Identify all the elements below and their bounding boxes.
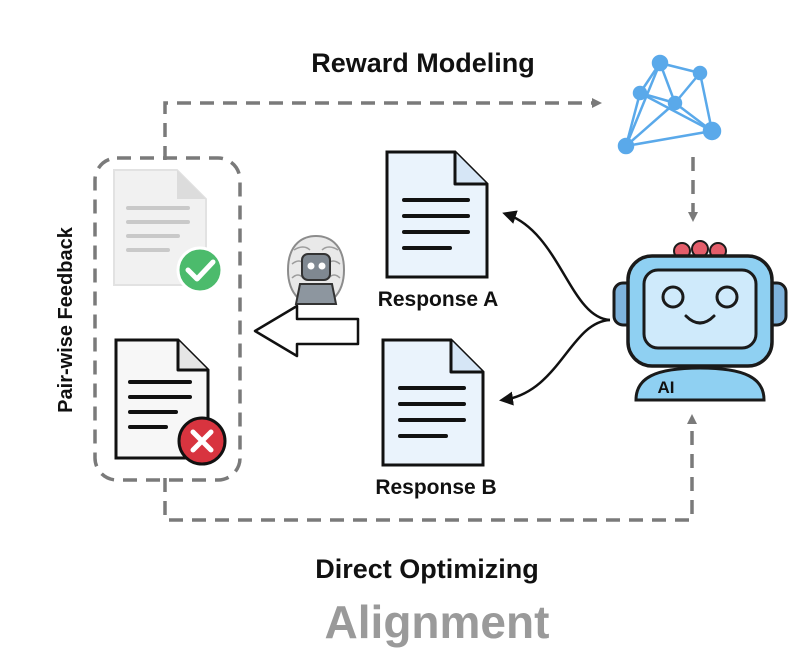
response-b-label: Response B — [375, 476, 496, 499]
neural-network-icon — [617, 54, 722, 155]
reward-modeling-arrow — [163, 98, 602, 160]
response-b-document-icon — [381, 338, 485, 467]
generate-response-a-arrow — [502, 210, 611, 322]
ai-label: AI — [658, 378, 675, 397]
feedback-arrow — [253, 304, 360, 358]
diagram-title: Alignment — [325, 596, 550, 648]
reward-modeling-label: Reward Modeling — [311, 48, 535, 78]
generate-response-b-arrow — [499, 318, 611, 406]
cross-badge-icon — [177, 416, 227, 466]
pairwise-feedback-label: Pair-wise Feedback — [55, 226, 77, 413]
judge-robot-icon — [286, 234, 346, 305]
direct-optimizing-label: Direct Optimizing — [315, 554, 539, 584]
pairwise-feedback-box — [93, 156, 242, 482]
ai-robot-icon — [612, 240, 788, 402]
check-badge-icon — [176, 246, 224, 294]
response-a-label: Response A — [378, 288, 499, 311]
response-a-document-icon — [385, 150, 489, 279]
direct-optimizing-arrow — [163, 414, 697, 522]
